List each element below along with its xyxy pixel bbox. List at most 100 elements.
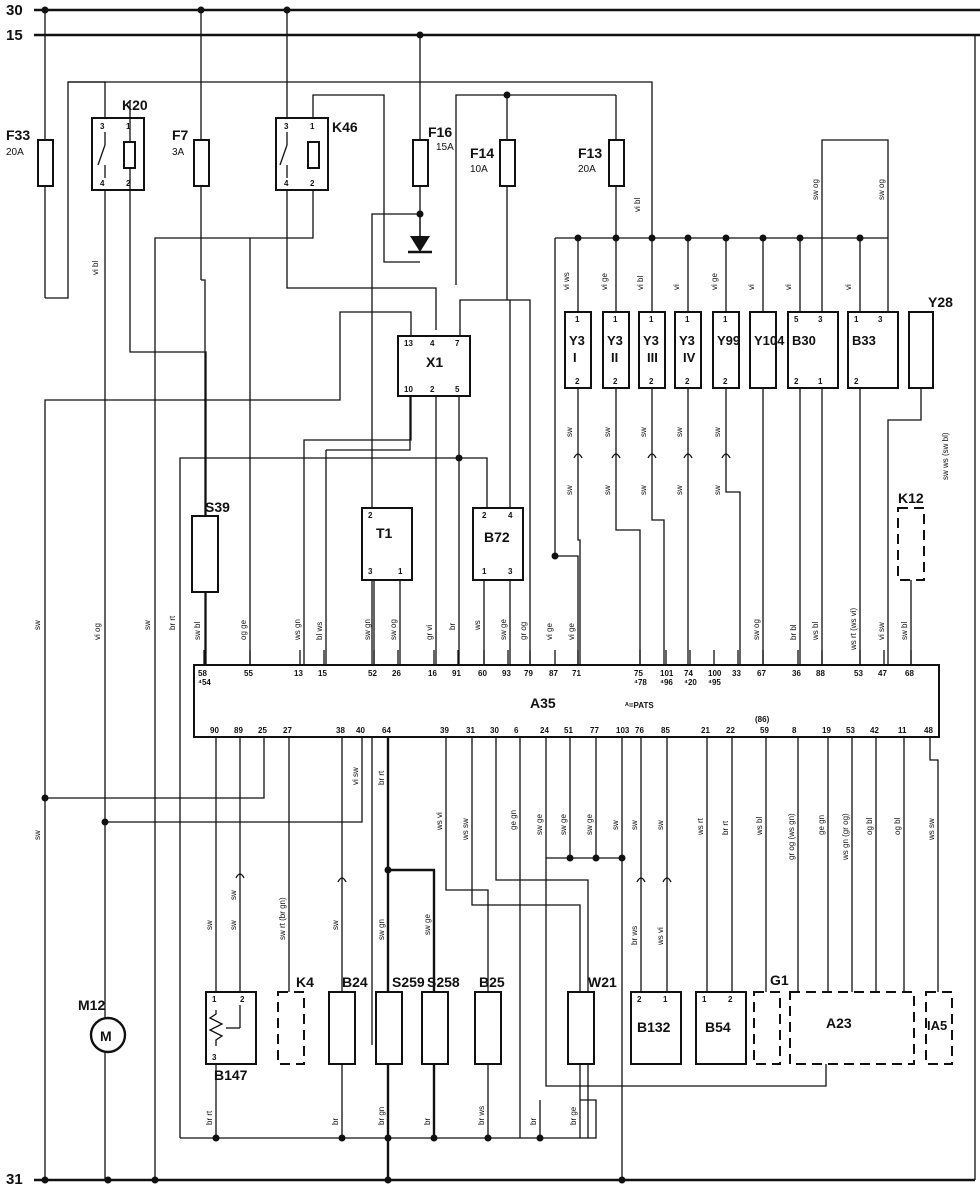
svg-text:3: 3 [100, 122, 105, 131]
valve-3-sub: III [647, 350, 658, 365]
motor-m12-label: M12 [78, 997, 105, 1013]
svg-text:2: 2 [728, 995, 733, 1004]
svg-text:4: 4 [100, 179, 105, 188]
a35-top-pin: 47 [878, 669, 887, 678]
fuse-f7 [193, 139, 210, 187]
valve-pin: 1 [649, 315, 654, 324]
svg-text:ge gn: ge gn [817, 815, 826, 835]
svg-text:sw ge: sw ge [499, 619, 508, 640]
svg-text:2: 2 [637, 995, 642, 1004]
valve-wire-code: vi [784, 284, 793, 290]
a35-top-pin: 53 [854, 669, 863, 678]
module-ia5: IA5 [925, 991, 953, 1065]
a35-bottom-pin: 53 [846, 726, 855, 735]
relay-k46-label: K46 [332, 119, 358, 135]
svg-text:sw ge: sw ge [535, 814, 544, 835]
sensor-b24: B24 [328, 974, 368, 1138]
svg-text:3: 3 [212, 1053, 217, 1062]
rail-30-label: 30 [6, 2, 23, 19]
valve-8-box [847, 311, 899, 389]
diode [371, 210, 432, 1045]
svg-text:ws sw: ws sw [927, 818, 936, 841]
fuse-f7-rating: 3A [172, 147, 185, 158]
svg-text:og bl: og bl [865, 817, 874, 835]
valve-pin: 1 [685, 315, 690, 324]
valve-pin: 1 [818, 377, 823, 386]
relay-k12-label: K12 [898, 490, 924, 506]
a35-bottom-pin: 30 [490, 726, 499, 735]
svg-text:3: 3 [368, 567, 373, 576]
svg-text:ws vi: ws vi [435, 812, 444, 831]
svg-text:br: br [423, 1118, 432, 1125]
svg-text:ws vi: ws vi [656, 927, 665, 946]
svg-text:W21: W21 [588, 974, 617, 990]
a35-bottom-pin: 21 [701, 726, 710, 735]
sensor-t1-box [361, 507, 413, 581]
relay-k4: K4 [277, 974, 314, 1065]
a35-top-pin: 13 [294, 669, 303, 678]
svg-text:vi sw: vi sw [351, 767, 360, 785]
svg-text:A23: A23 [826, 1015, 852, 1031]
svg-text:4: 4 [284, 179, 289, 188]
sensor-t1-label: T1 [376, 525, 393, 541]
a35-bottom-pin: 25 [258, 726, 267, 735]
a35-bottom-pin: 39 [440, 726, 449, 735]
svg-text:sw: sw [630, 820, 639, 830]
svg-text:sw: sw [656, 820, 665, 830]
svg-text:vi ge: vi ge [545, 623, 554, 640]
rail-31-label: 31 [6, 1171, 23, 1188]
valve-7-label: B30 [792, 333, 816, 348]
valve-7-box [787, 311, 839, 389]
fuse-f13-rating: 20A [578, 164, 596, 175]
a35-top-pin: 71 [572, 669, 581, 678]
svg-text:br bl: br bl [789, 624, 798, 640]
svg-text:sw bl: sw bl [193, 622, 202, 640]
a35-bottom-pin: 22 [726, 726, 735, 735]
svg-text:sw: sw [565, 427, 574, 437]
svg-text:K4: K4 [296, 974, 314, 990]
valve-6-label: Y104 [754, 333, 785, 348]
valve-pin: 2 [723, 377, 728, 386]
relay-k46: K46 3 1 4 2 [154, 10, 437, 1180]
svg-text:sw: sw [639, 485, 648, 495]
a35-top-pin: 93 [502, 669, 511, 678]
valve-1-sub: I [573, 350, 577, 365]
svg-text:gr vi: gr vi [425, 625, 434, 640]
svg-text:br ws: br ws [630, 926, 639, 945]
svg-text:gr og: gr og [519, 622, 528, 640]
svg-text:sw: sw [639, 427, 648, 437]
valve-wire-code: vi [672, 284, 681, 290]
a35-bottom-pin: 48 [924, 726, 933, 735]
svg-text:ws rt (ws vi): ws rt (ws vi) [849, 607, 858, 651]
svg-text:1: 1 [310, 122, 315, 131]
svg-text:3: 3 [508, 567, 513, 576]
a35-top-pin: 87 [549, 669, 558, 678]
svg-text:ws sw: ws sw [461, 818, 470, 841]
svg-text:1: 1 [702, 995, 707, 1004]
svg-text:B25: B25 [479, 974, 505, 990]
valve-2-sub: II [611, 350, 618, 365]
valve-wire-code: vi bl [636, 276, 645, 290]
svg-text:ws bl: ws bl [811, 622, 820, 641]
svg-text:B54: B54 [705, 1019, 731, 1035]
a35-bottom-pin: 24 [540, 726, 549, 735]
a35-top-pin: 91 [452, 669, 461, 678]
valve-pin: 1 [575, 315, 580, 324]
sensor-b72-label: B72 [484, 529, 510, 545]
a35-top-pin: 36 [792, 669, 801, 678]
svg-text:vi ge: vi ge [567, 623, 576, 640]
sensor-b25: B25 [474, 974, 505, 1138]
svg-text:br: br [529, 1118, 538, 1125]
relay-k12-box [897, 507, 925, 581]
svg-text:sw ge: sw ge [585, 814, 594, 835]
sensor-b72-box [472, 507, 524, 581]
